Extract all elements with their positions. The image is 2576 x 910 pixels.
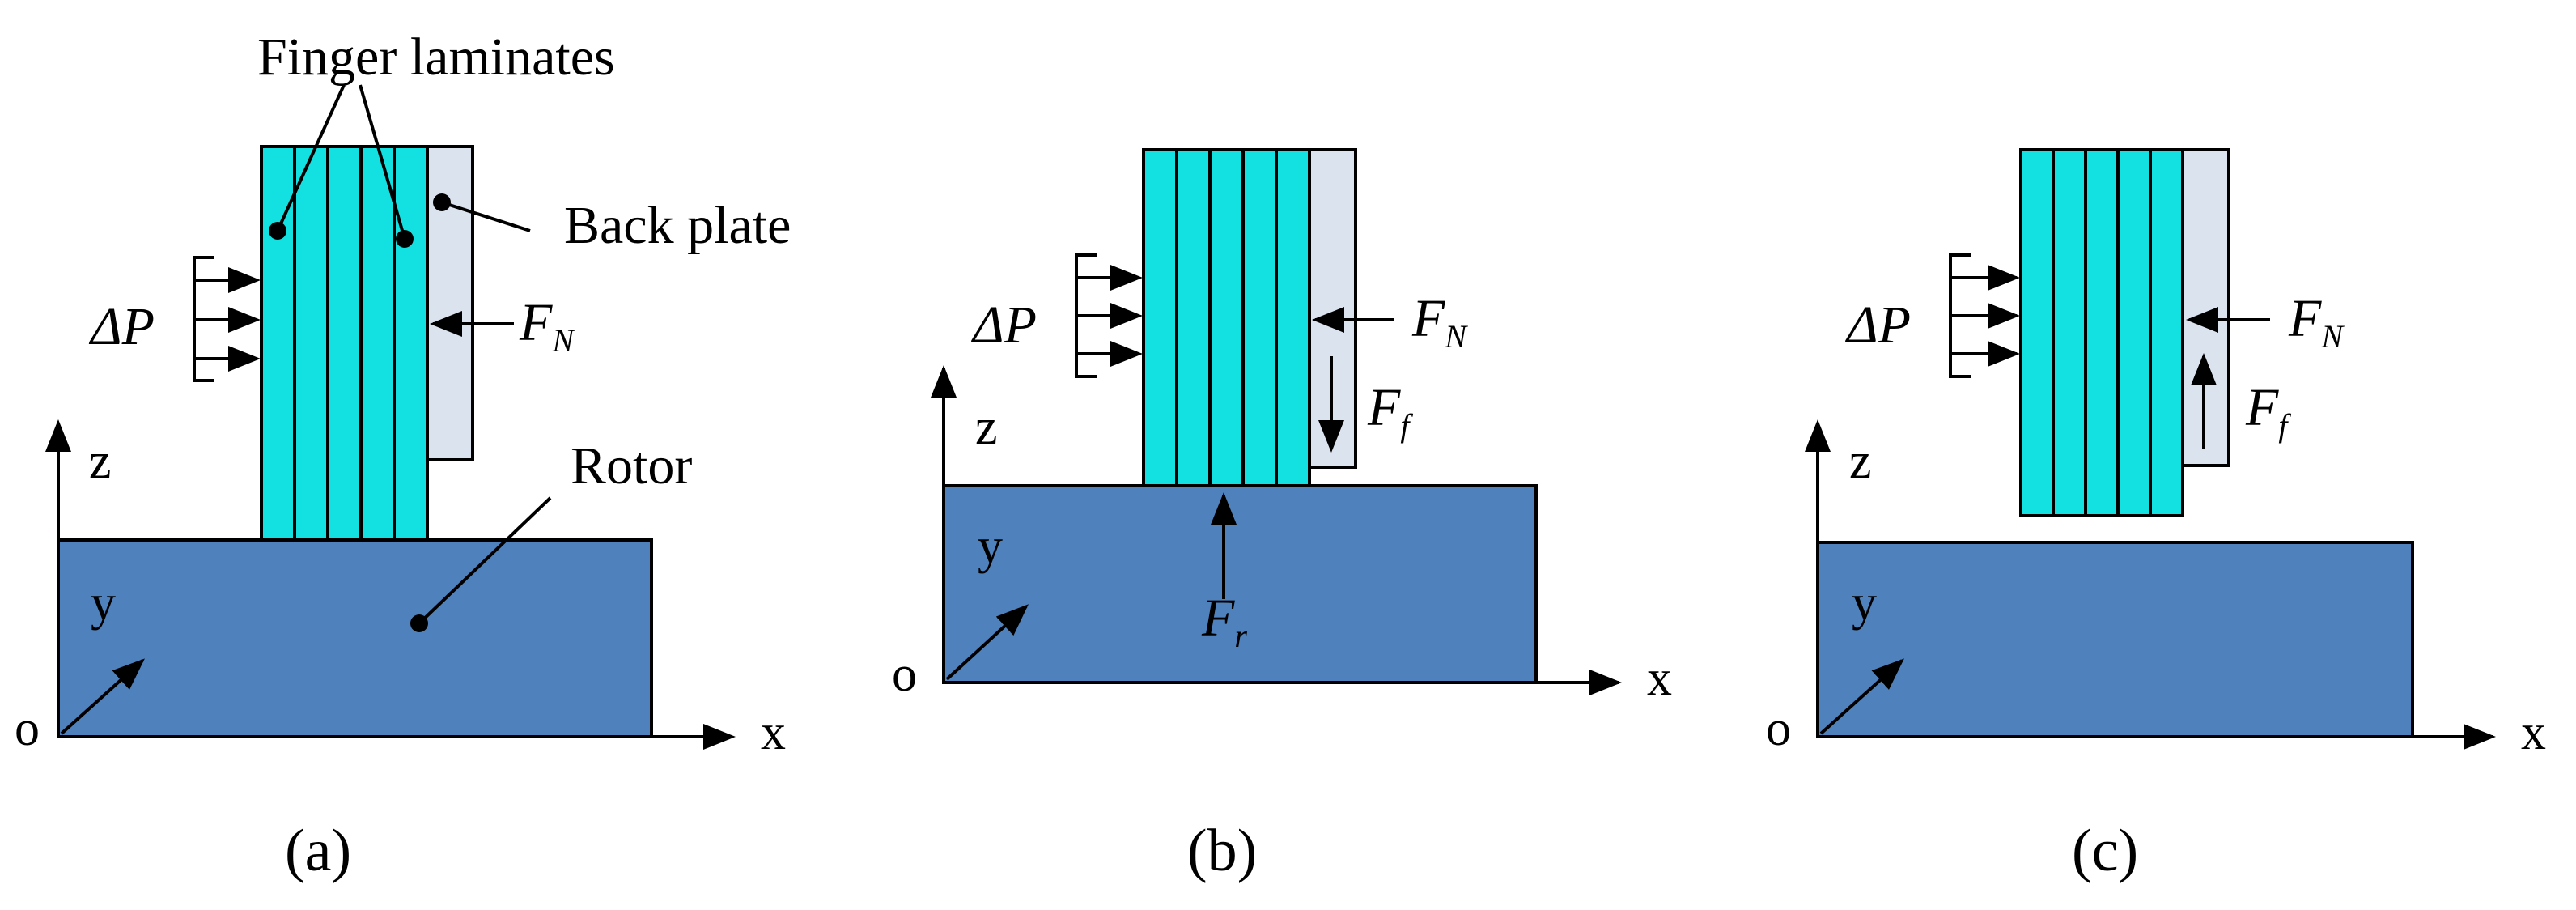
reaction-force-label-b: Fr	[1201, 589, 1247, 654]
finger-laminates-a	[260, 145, 429, 542]
rotor-a	[57, 538, 653, 738]
y-label-b: y	[978, 519, 1003, 574]
y-label-c: y	[1852, 576, 1877, 631]
caption-b: (b)	[1187, 818, 1257, 884]
finger-laminates-label: Finger laminates	[257, 28, 615, 87]
panel-c: z x y o ΔP FN Ff (c)	[1766, 148, 2546, 884]
normal-force-label-c: FN	[2288, 289, 2345, 355]
z-label-b: z	[975, 400, 998, 455]
y-axis-b	[945, 604, 1029, 681]
x-label-a: x	[761, 705, 786, 760]
origin-label-a: o	[15, 701, 40, 756]
friction-force-label-b: Ff	[1367, 378, 1413, 444]
origin-label-b: o	[892, 647, 917, 702]
back-plate-label: Back plate	[564, 196, 791, 255]
origin-label-c: o	[1766, 701, 1791, 756]
finger-laminates-c	[2019, 148, 2184, 517]
caption-a: (a)	[285, 818, 351, 884]
rotor-b	[942, 484, 1538, 684]
pressure-label-b: ΔP	[970, 296, 1037, 355]
caption-c: (c)	[2072, 818, 2138, 884]
normal-force-label-b: FN	[1411, 289, 1468, 355]
panel-b: z x y o ΔP FN Ff Fr (b)	[892, 148, 1672, 884]
panel-a: z x y o Finger laminates Back plate Roto…	[15, 28, 791, 884]
z-label-a: z	[89, 434, 112, 489]
y-axis-c	[1819, 658, 1904, 735]
z-label-c: z	[1849, 434, 1872, 489]
x-label-b: x	[1647, 651, 1672, 706]
normal-force-label-a: FN	[519, 293, 575, 359]
y-axis-a	[60, 658, 145, 735]
pressure-label-a: ΔP	[88, 297, 155, 356]
back-plate-a	[426, 145, 474, 461]
pressure-label-c: ΔP	[1844, 296, 1911, 355]
finger-laminates-b	[1142, 148, 1311, 487]
y-label-a: y	[91, 576, 116, 631]
rotor-c	[1816, 541, 2414, 738]
rotor-label: Rotor	[571, 436, 692, 495]
back-plate-c	[2181, 148, 2230, 467]
x-label-c: x	[2521, 705, 2546, 760]
friction-force-label-c: Ff	[2245, 378, 2291, 444]
